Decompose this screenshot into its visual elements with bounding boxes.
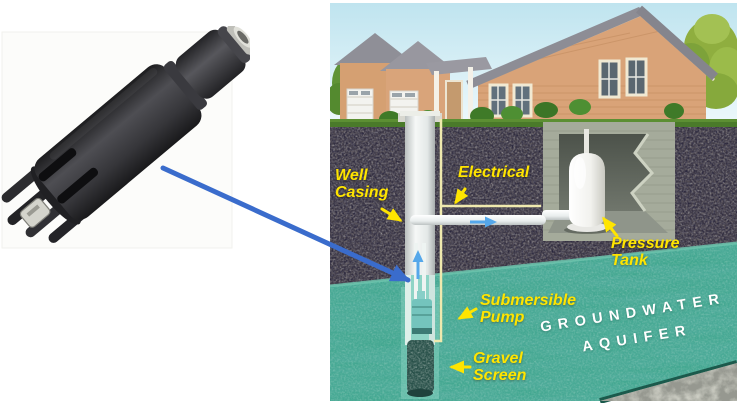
- garage-roof-back: [334, 33, 416, 65]
- porch: [426, 57, 492, 124]
- label-pressure-tank-line1: Pressure: [611, 235, 680, 252]
- well-diagram: Well Casing Electrical Pressure Tank Sub…: [330, 3, 737, 403]
- label-gravel-screen-line2: Screen: [473, 367, 527, 384]
- windows: [488, 57, 648, 118]
- gravel-screen-graphic: [407, 340, 434, 397]
- label-gravel-screen-line1: Gravel: [473, 350, 523, 367]
- label-well-casing: Well Casing: [335, 167, 388, 201]
- electrical-wire: [434, 119, 541, 343]
- pressure-tank-arrow-icon: [602, 216, 619, 238]
- label-electrical-line1: Electrical: [458, 164, 530, 181]
- label-submersible-pump: Submersible Pump: [480, 292, 576, 326]
- flow-arrows: [412, 216, 497, 279]
- label-gravel-screen: Gravel Screen: [473, 350, 526, 384]
- pressure-tank-graphic: [564, 129, 610, 234]
- device-photo: [0, 24, 254, 256]
- label-submersible-pump-line2: Pump: [480, 309, 525, 326]
- house-front: [478, 13, 706, 125]
- label-submersible-pump-line1: Submersible: [480, 292, 577, 309]
- label-well-casing-line2: Casing: [335, 184, 389, 201]
- submersible-pump-arrow-icon: [457, 306, 478, 320]
- label-pressure-tank-line2: Tank: [611, 252, 648, 269]
- label-well-casing-line1: Well: [335, 167, 368, 184]
- probe-connector-cap: [163, 24, 254, 110]
- label-electrical: Electrical: [458, 164, 529, 181]
- grass: [330, 119, 737, 129]
- submersible-pump-graphic: [412, 291, 432, 334]
- electrical-arrow-icon: [454, 187, 469, 205]
- water-pipe: [410, 215, 546, 225]
- probe-sensor-tip: [19, 197, 51, 228]
- drop-pipe: [414, 243, 418, 301]
- label-pressure-tank: Pressure Tank: [611, 235, 680, 269]
- main-roof: [466, 6, 643, 90]
- probe-graphic: [1, 24, 254, 243]
- broken-wall-edge: [630, 133, 655, 212]
- well-casing-pipe: [398, 111, 442, 399]
- probe-body: [30, 64, 202, 225]
- pump-probe-image: [1, 24, 254, 249]
- tank-top-pipe: [584, 129, 589, 159]
